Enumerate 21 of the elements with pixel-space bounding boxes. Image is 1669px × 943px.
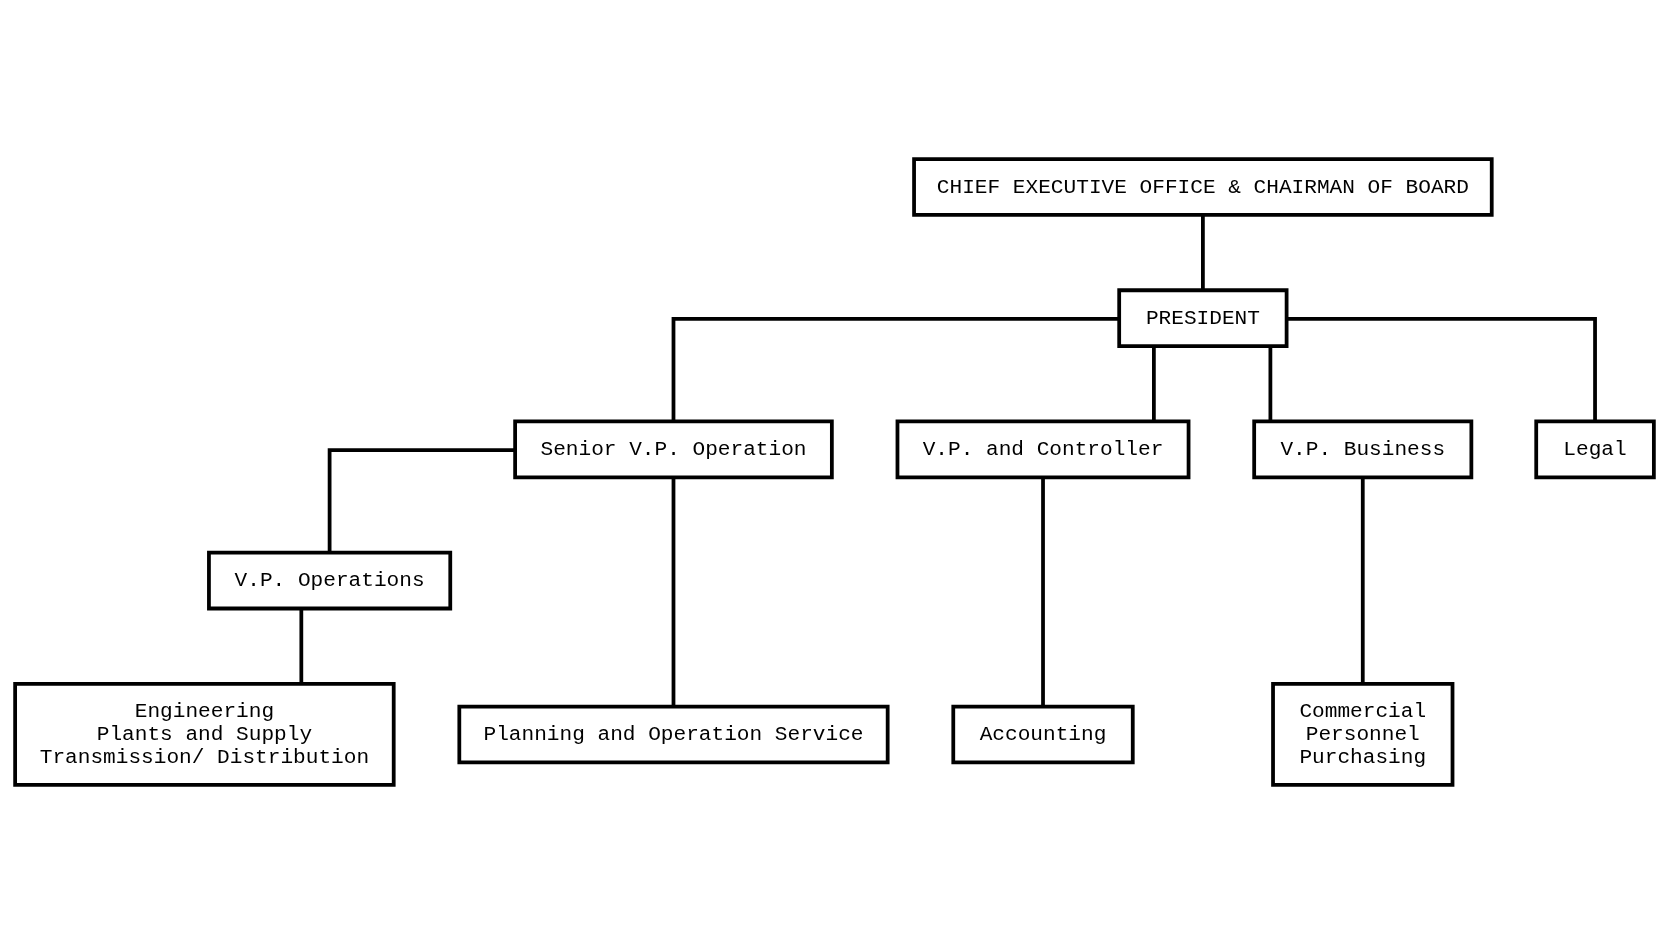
connector [671,477,676,706]
node-box: Planning and Operation Service [457,704,890,764]
connector [1287,316,1597,421]
connector [671,316,1119,421]
connector [327,447,515,552]
connector [1201,214,1205,290]
node-box: V.P. and Controller [895,419,1191,479]
node-box: CHIEF EXECUTIVE OFFICE & CHAIRMAN OF BOARD [912,156,1494,217]
node-box: Legal [1534,419,1656,479]
connector [1268,346,1273,421]
node-box: PRESIDENT [1117,287,1289,348]
node-box: Commercial Personnel Purchasing [1271,681,1455,787]
node-box: V.P. Operations [207,550,453,610]
connector [1360,477,1365,684]
node-box: Engineering Plants and Supply Transmission/ Distribution [13,681,396,787]
connector [299,608,304,683]
connector [1041,477,1045,706]
node-box: Accounting [951,704,1135,764]
node-box: V.P. Business [1252,419,1474,479]
connector [1152,346,1156,421]
node-box: Senior V.P. Operation [513,419,834,479]
